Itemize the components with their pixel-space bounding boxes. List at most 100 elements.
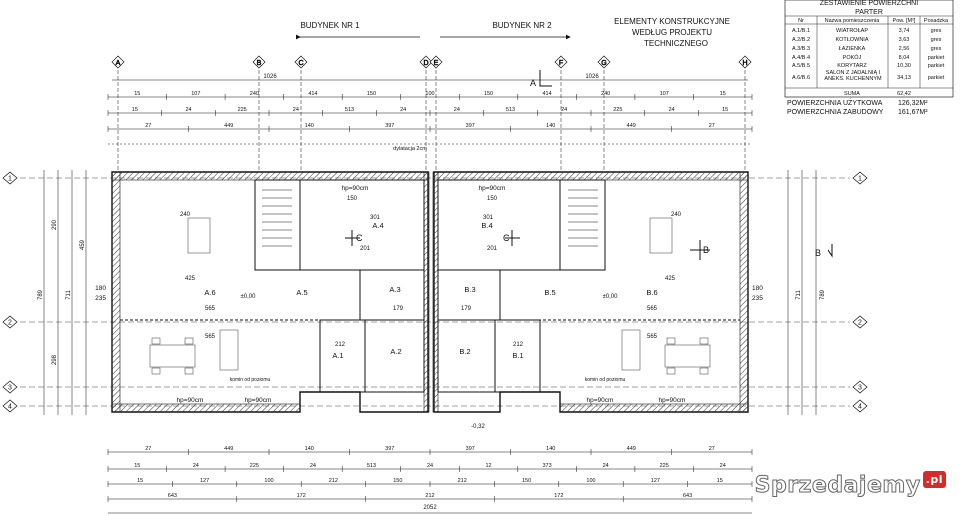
dimension-label: 225 <box>250 463 259 469</box>
axis-number-marker <box>2 315 18 329</box>
svg-text:B: B <box>703 245 709 255</box>
axis-letter-marker <box>429 55 443 69</box>
dim-bottom-total: 2052 <box>423 505 437 511</box>
dimension-label: 373 <box>542 463 551 469</box>
svg-text:A.3/B.3: A.3/B.3 <box>792 46 810 52</box>
axis-number-marker <box>2 399 18 413</box>
dimension-label: 24 <box>720 463 726 469</box>
dim-room: 150 <box>347 196 358 202</box>
axis-letter-marker <box>252 55 266 69</box>
room-label-b6: B.6 <box>646 288 657 297</box>
dimension-label: 513 <box>506 107 515 113</box>
dimension-label: 27 <box>709 446 715 452</box>
dimension-label: 225 <box>660 463 669 469</box>
axis-letter-marker <box>554 55 568 69</box>
axis-number-marker <box>2 171 18 185</box>
dimension-label: 24 <box>427 463 433 469</box>
dim-room: 425 <box>185 276 196 282</box>
dimension-label: 140 <box>546 446 555 452</box>
area-row: A.1/B.1 WIATROŁAP 3,74 gres <box>792 28 942 34</box>
level-mark: ±0,00 <box>603 294 619 300</box>
room-label-a4: A.4 <box>372 221 383 230</box>
area-table: ZESTAWIENIE POWIERZCHNI PARTER Nr Nazwa … <box>784 0 954 116</box>
sofa-right <box>649 217 673 254</box>
kitchen-left <box>219 329 239 371</box>
dimension-label: 449 <box>224 123 233 129</box>
chimney-note: komin od poziomu <box>230 377 271 383</box>
dimension-label: 24 <box>310 463 316 469</box>
axis-letter-label: C <box>298 60 303 67</box>
dimension-label: 397 <box>466 123 475 129</box>
svg-text:gres: gres <box>931 46 942 52</box>
axis-letter-label: G <box>601 60 606 67</box>
svg-text:3,74: 3,74 <box>899 28 910 34</box>
room-label-b2: B.2 <box>459 347 470 356</box>
dim-room: 150 <box>487 196 498 202</box>
dimension-label: 15 <box>720 91 726 97</box>
axis-number-marker <box>852 399 868 413</box>
axis-number-label: 1 <box>8 176 12 183</box>
dim-left-total: 789 <box>38 289 44 300</box>
axis-number-label: 3 <box>8 385 12 392</box>
expansion-joint-note: dylatacja 2cm <box>393 146 427 152</box>
dimension-label: 127 <box>200 478 209 484</box>
dimension-label: 100 <box>425 91 434 97</box>
structure-note-line2: WEDŁUG PROJEKTU <box>632 28 712 37</box>
dimension-label: 397 <box>385 446 394 452</box>
window-height-note: hp=90cm <box>177 397 204 404</box>
axis-number-label: 3 <box>858 385 862 392</box>
dining-table-right <box>664 337 711 375</box>
structure-note-line1: ELEMENTY KONSTRUKCYJNE <box>614 17 730 26</box>
axis-number-label: 4 <box>8 404 12 411</box>
svg-text:parkiet: parkiet <box>928 75 945 81</box>
svg-text:A: A <box>530 78 536 88</box>
dimension-label: 172 <box>297 493 306 499</box>
axis-letter-label: A <box>116 60 121 67</box>
dimension-label: 107 <box>191 91 200 97</box>
area-row: A.6/B.6 SALON Z JADALNIĄ I ANEKS. KUCHEN… <box>792 70 945 82</box>
svg-text:C: C <box>356 233 363 243</box>
svg-text:gres: gres <box>931 28 942 34</box>
area-table-title: ZESTAWIENIE POWIERZCHNI <box>820 0 918 7</box>
sofa-left <box>187 217 211 254</box>
dimension-label: 24 <box>400 107 406 113</box>
dimension-label: 240 <box>250 91 259 97</box>
dim-right-total: 789 <box>820 289 826 300</box>
dim-wall: 235 <box>95 295 106 302</box>
axis-number-label: 1 <box>858 176 862 183</box>
dim-left-b: 459 <box>80 239 86 250</box>
dimension-label: 15 <box>717 478 723 484</box>
dimension-label: 100 <box>264 478 273 484</box>
dimension-label: 27 <box>145 123 151 129</box>
axis-letter-label: H <box>742 60 747 67</box>
interior-walls <box>120 179 740 393</box>
dimension-label: 24 <box>193 463 199 469</box>
dimension-label: 397 <box>466 446 475 452</box>
dimension-label: 27 <box>145 446 151 452</box>
svg-text:10,30: 10,30 <box>897 63 911 69</box>
building-2-title: BUDYNEK NR 2 <box>492 21 552 30</box>
dimension-label: 15 <box>134 463 140 469</box>
room-label-b4: B.4 <box>481 221 492 230</box>
dim-room: 565 <box>205 306 216 312</box>
room-label-b5: B.5 <box>544 288 555 297</box>
dimension-label: 15 <box>132 107 138 113</box>
dimension-label: 24 <box>561 107 567 113</box>
dimension-label: 15 <box>134 91 140 97</box>
dimension-label: 140 <box>305 446 314 452</box>
area-sum-value: 62,42 <box>897 91 911 97</box>
dimension-label: 12 <box>485 463 491 469</box>
dimension-label: 212 <box>329 478 338 484</box>
dimension-label: 414 <box>542 91 551 97</box>
axis-letter-marker <box>738 55 752 69</box>
area-row-name-long: SALON Z JADALNIĄ I ANEKS. KUCHENNYM <box>824 70 882 82</box>
svg-text:A.6/B.6: A.6/B.6 <box>792 75 810 81</box>
dimension-label: 24 <box>603 463 609 469</box>
usable-area-label: POWIERZCHNIA UŻYTKOWA <box>787 98 883 107</box>
dim-room: 425 <box>665 276 676 282</box>
section-marker-b-outer: B <box>815 244 833 258</box>
dim-room: 212 <box>335 342 346 348</box>
